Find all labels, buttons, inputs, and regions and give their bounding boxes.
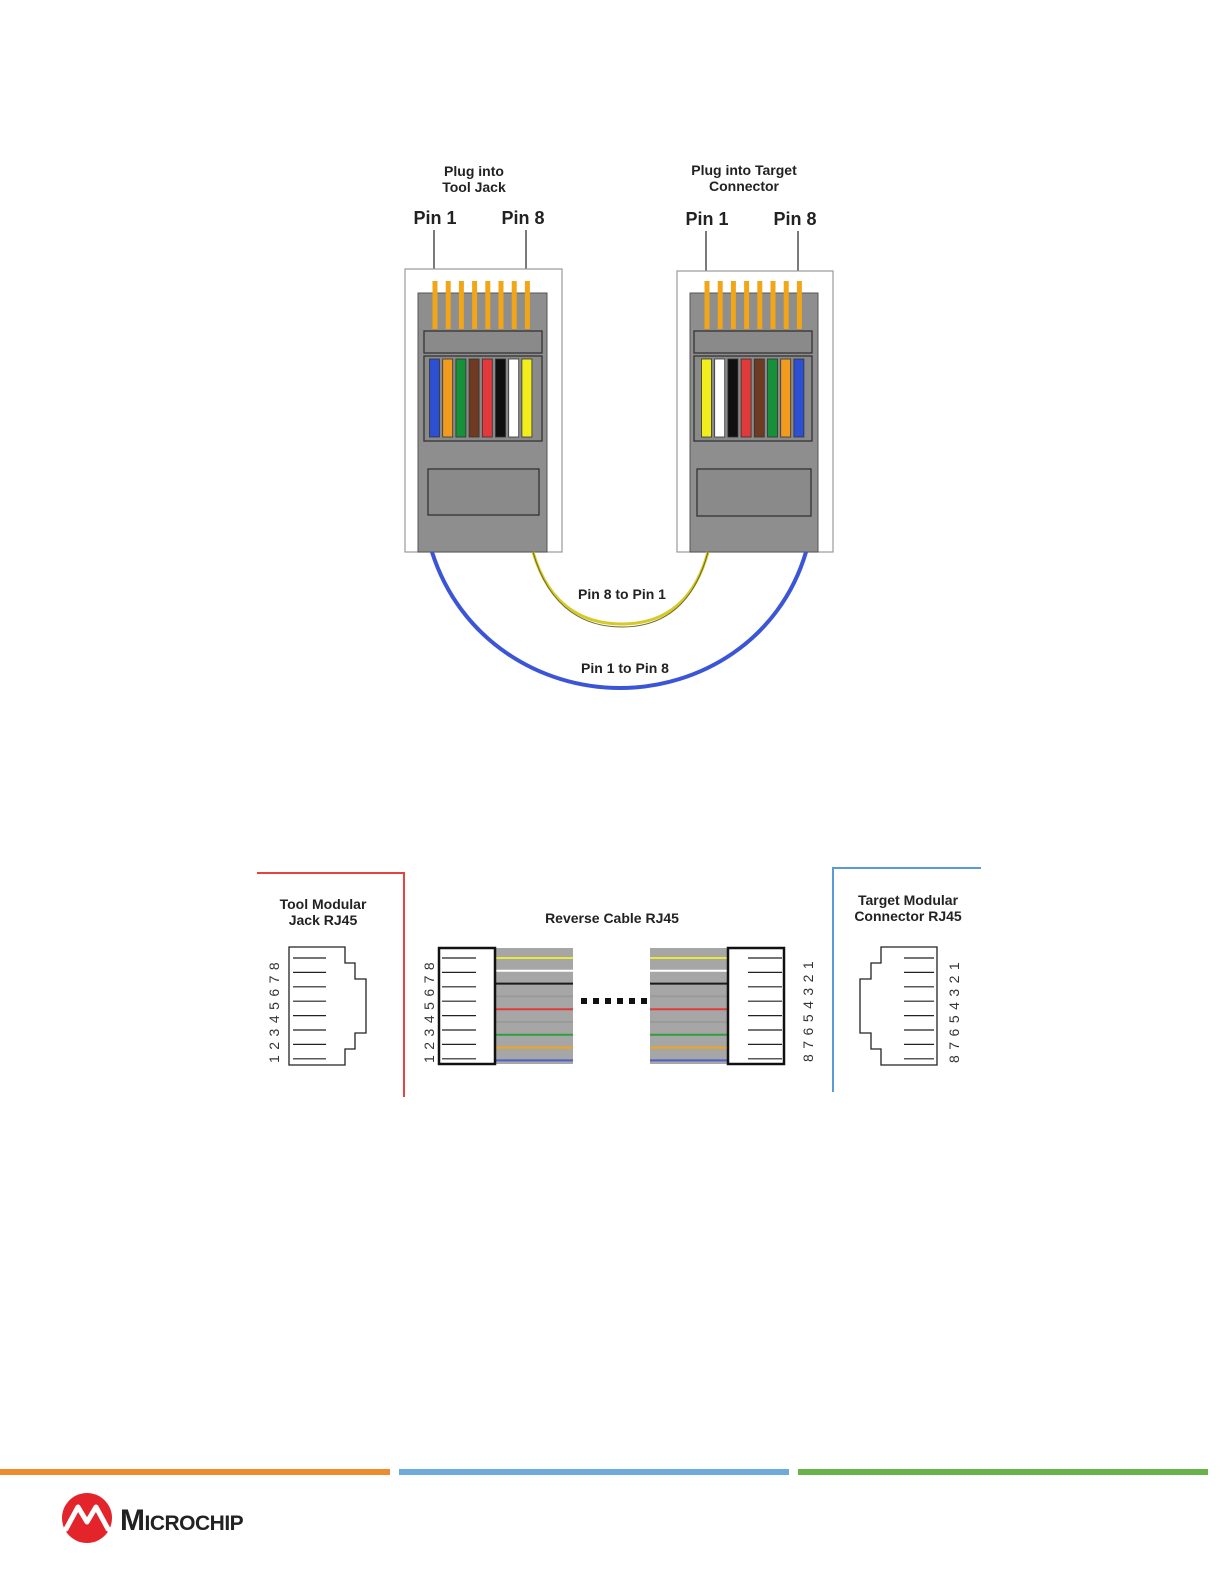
wire-strand (781, 359, 791, 437)
wire-strand (702, 359, 712, 437)
left-plug-caption-line1: Plug into (444, 163, 504, 179)
microchip-logo: Microchip (62, 1493, 244, 1543)
wire-strand (496, 359, 506, 437)
wire-strand (522, 359, 532, 437)
tool-jack-title-line1: Tool Modular (280, 896, 367, 912)
right-plug-pin8-label: Pin 8 (773, 209, 816, 229)
right-plug: Plug into Target Connector Pin 1 Pin 8 (677, 162, 833, 552)
cable-left-connector (439, 948, 495, 1064)
gold-contact (472, 281, 477, 329)
gold-contact (433, 281, 438, 329)
gold-contact (718, 281, 723, 329)
wire-strand (509, 359, 519, 437)
footer-bar-orange (0, 1469, 390, 1475)
right-plug-pin1-label: Pin 1 (685, 209, 728, 229)
cable-right-pin-numbers: 8 7 6 5 4 3 2 1 (800, 960, 816, 1062)
gold-contact (731, 281, 736, 329)
gold-contact (446, 281, 451, 329)
gold-contact (705, 281, 710, 329)
tool-jack-title-line2: Jack RJ45 (289, 912, 358, 928)
target-connector-outline (860, 947, 937, 1065)
gold-contact (499, 281, 504, 329)
right-plug-caption-line1: Plug into Target (691, 162, 797, 178)
gold-contact (512, 281, 517, 329)
target-title-line1: Target Modular (858, 892, 959, 908)
wire-strand (768, 359, 778, 437)
left-plug: Plug into Tool Jack Pin 1 Pin 8 (405, 163, 562, 552)
wire-strand (443, 359, 453, 437)
wire-strand (482, 359, 492, 437)
gold-contact (744, 281, 749, 329)
wire-strand (754, 359, 764, 437)
wire-strand (469, 359, 479, 437)
footer-bar-blue (399, 1469, 789, 1475)
left-plug-latch (428, 469, 539, 515)
gold-contact (459, 281, 464, 329)
microchip-wordmark: Microchip (120, 1504, 244, 1537)
cable-left-pin-numbers: 1 2 3 4 5 6 7 8 (421, 961, 437, 1063)
gold-contact (525, 281, 530, 329)
wire-strand (456, 359, 466, 437)
cable-right-connector (728, 948, 784, 1064)
wire-strand (794, 359, 804, 437)
wire-strand (715, 359, 725, 437)
outer-cable-label: Pin 1 to Pin 8 (581, 660, 669, 676)
reverse-cable-title: Reverse Cable RJ45 (545, 910, 679, 926)
left-plug-pin8-label: Pin 8 (501, 208, 544, 228)
footer-bar-green (798, 1469, 1208, 1475)
left-plug-caption-line2: Tool Jack (442, 179, 506, 195)
wire-strand (728, 359, 738, 437)
left-plug-pin1-label: Pin 1 (413, 208, 456, 228)
target-pin-numbers: 8 7 6 5 4 3 2 1 (946, 961, 962, 1063)
gold-contact (771, 281, 776, 329)
gold-contact (485, 281, 490, 329)
inner-cable-label: Pin 8 to Pin 1 (578, 586, 666, 602)
tool-jack-pin-numbers: 1 2 3 4 5 6 7 8 (266, 961, 282, 1063)
gold-contact (797, 281, 802, 329)
tool-jack-outline (289, 947, 366, 1065)
target-title-line2: Connector RJ45 (854, 908, 962, 924)
wire-strand (741, 359, 751, 437)
right-plug-caption-line2: Connector (709, 178, 780, 194)
gold-contact (757, 281, 762, 329)
right-plug-latch (697, 469, 811, 516)
wire-strand (430, 359, 440, 437)
cable-continuation-dots (581, 998, 647, 1004)
gold-contact (784, 281, 789, 329)
